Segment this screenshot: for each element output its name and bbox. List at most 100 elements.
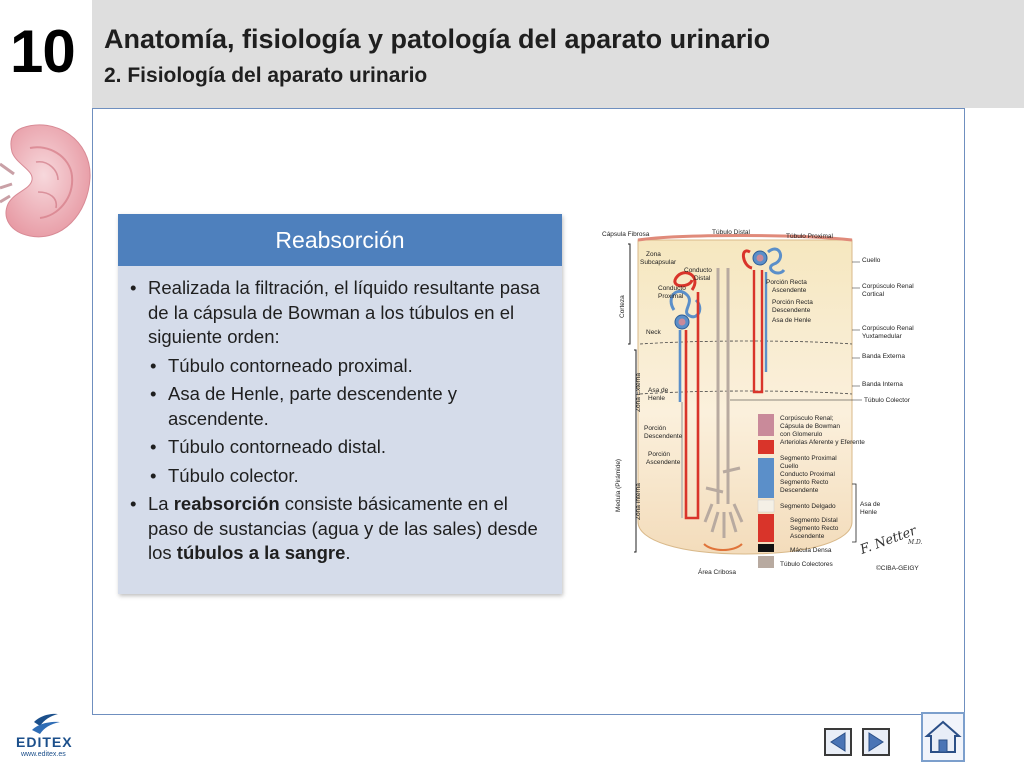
legend-label: Cuello (780, 463, 799, 470)
legend-swatch (758, 514, 774, 542)
summary-text: La (148, 493, 174, 514)
label-corpusculo-yuxta: Yuxtamedular (862, 333, 903, 340)
label-porcion-recta-asc: Ascendente (772, 287, 807, 294)
legend-label: Corpúsculo Renal; (780, 415, 834, 422)
legend-swatch (757, 499, 775, 513)
label-asa-de-henle: Asa de Henle (772, 317, 811, 324)
editex-name: EDITEX (16, 734, 73, 750)
label-asa-henle: Henle (648, 395, 665, 402)
page-title: Anatomía, fisiología y patología del apa… (104, 24, 771, 54)
label-banda-interna: Banda Interna (862, 381, 903, 388)
summary-text: . (345, 542, 351, 563)
label-banda-externa: Banda Externa (862, 353, 905, 360)
label-porcion-ascendente: Porción (648, 451, 670, 458)
label-porcion-recta-asc: Porción Recta (766, 279, 807, 286)
corticomedullary-boundary (639, 340, 853, 345)
label-porcion-descendente: Porción (644, 425, 666, 432)
page-subtitle: 2. Fisiología del aparato urinario (104, 64, 428, 87)
label-conducto-distal: Distal (694, 275, 711, 282)
label-conducto-proximal: Proximal (658, 293, 684, 300)
label-conducto-proximal: Conducto (658, 285, 686, 292)
label-corteza: Corteza (619, 295, 626, 318)
steps-list: Túbulo contorneado proximal. Asa de Henl… (150, 354, 546, 489)
tissue-block (637, 239, 853, 555)
summary-text: consiste básicamente en el paso de susta… (148, 493, 538, 563)
cortical-nephron (742, 247, 786, 394)
legend-label: Descendente (780, 487, 819, 494)
right-labels: Túbulo Distal Túbulo Proximal Cuello Por… (712, 229, 914, 404)
legend-label: Segmento Distal (790, 517, 838, 524)
band-boundary (639, 390, 853, 395)
legend-label: Mácula Densa (790, 547, 832, 554)
list-item-step: Túbulo contorneado proximal. (150, 354, 546, 379)
legend-label: Segmento Recto (790, 525, 839, 532)
legend-label: Conducto Proximal (780, 471, 835, 478)
card-list: Realizada la filtración, el líquido resu… (130, 276, 546, 566)
label-porcion-descendente: Descendente (644, 433, 683, 440)
legend-swatch (758, 458, 774, 498)
label-tubulo-distal: Túbulo Distal (712, 229, 750, 236)
legend-swatch (758, 544, 774, 552)
label-corpusculo-yuxta: Corpúsculo Renal (862, 325, 914, 332)
prev-triangle-icon (830, 732, 846, 752)
legend-label: Segmento Proximal (780, 455, 837, 462)
nephron-diagram: Cápsula Fibrosa Zona Subcapsular Conduct… (602, 229, 923, 576)
renal-capsule (637, 234, 853, 242)
legend-label: Ascendente (790, 533, 825, 540)
card-heading: Reabsorción (118, 214, 562, 266)
intro-text: Realizada la filtración, el líquido resu… (148, 277, 540, 347)
collecting-duct (703, 268, 744, 551)
home-icon (924, 720, 962, 753)
legend-label: Arteriolas Aferente y Eferente (780, 439, 865, 446)
next-triangle-icon (868, 732, 884, 752)
header-band (92, 0, 1024, 108)
legend-swatch (758, 556, 774, 568)
list-item-step: Asa de Henle, parte descendente y ascend… (150, 382, 546, 431)
juxtamedullary-nephron (669, 271, 702, 520)
home-button[interactable] (921, 712, 965, 762)
left-labels: Cápsula Fibrosa Zona Subcapsular Conduct… (602, 231, 736, 576)
signature-md: M.D. (907, 539, 923, 546)
label-porcion-ascendente: Ascendente (646, 459, 681, 466)
label-conducto-distal: Conducto (684, 267, 712, 274)
label-medula: Medula (Pirámide) (615, 459, 622, 512)
label-porcion-recta-desc: Descendente (772, 307, 811, 314)
summary-bold-tubulos: túbulos a la sangre (176, 542, 346, 563)
editex-url: www.editex.es (21, 751, 66, 758)
card-body: Realizada la filtración, el líquido resu… (118, 266, 562, 566)
label-area-cribosa: Área Cribosa (698, 567, 736, 576)
legend-swatch (758, 440, 774, 454)
label-zona-externa: Zona Externa (635, 373, 642, 412)
kidney-illustration (0, 124, 91, 238)
prev-button[interactable] (824, 728, 852, 756)
label-corpusculo-cortical: Cortical (862, 291, 885, 298)
label-neck: Neck (646, 329, 662, 336)
label-zona-subcapsular: Zona (646, 251, 661, 258)
editex-logo (32, 713, 60, 734)
list-item-summary: La reabsorción consiste básicamente en e… (130, 492, 546, 566)
next-button[interactable] (862, 728, 890, 756)
label-corpusculo-cortical: Corpúsculo Renal (862, 283, 914, 290)
legend-swatch (758, 414, 774, 436)
label-capsula-fibrosa: Cápsula Fibrosa (602, 231, 650, 238)
label-tubulo-colector: Túbulo Colector (864, 397, 911, 404)
legend-group-label: Henle (860, 509, 877, 516)
legend-label: Túbulo Colectores (780, 561, 833, 568)
label-zona-subcapsular: Subcapsular (640, 259, 677, 266)
list-item-step: Túbulo colector. (150, 464, 546, 489)
signature-credit: ©CIBA-GEIGY (876, 564, 919, 572)
legend-group-label: Asa de (860, 501, 881, 508)
chapter-number: 10 (10, 18, 76, 85)
legend-label: Segmento Delgado (780, 503, 836, 510)
legend-label: Cápsula de Bowman (780, 423, 840, 430)
label-zona-interna: Zona Interna (635, 483, 642, 520)
summary-bold-reabsorcion: reabsorción (173, 493, 280, 514)
label-porcion-recta-desc: Porción Recta (772, 299, 813, 306)
netter-signature: F. Netter M.D. ©CIBA-GEIGY (857, 523, 922, 572)
label-asa-henle: Asa de (648, 387, 669, 394)
label-tubulo-proximal: Túbulo Proximal (786, 233, 834, 240)
list-item-intro: Realizada la filtración, el líquido resu… (130, 276, 546, 488)
list-item-step: Túbulo contorneado distal. (150, 435, 546, 460)
legend-label: Segmento Recto (780, 479, 829, 486)
diagram-legend: Corpúsculo Renal; Cápsula de Bowman con … (757, 414, 881, 568)
